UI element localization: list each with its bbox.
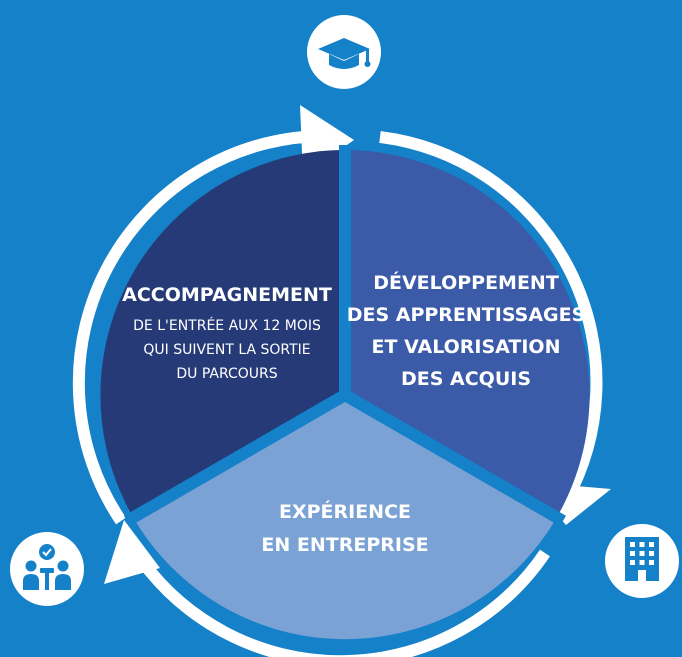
icon-bottom-left [10,532,84,606]
accompagnement-line-3: DU PARCOURS [176,366,277,382]
accompagnement-title: ACCOMPAGNEMENT [122,284,332,306]
cycle-ring [72,105,611,657]
experience-line-2: EN ENTREPRISE [261,534,428,556]
developpement-line-4: DES ACQUIS [401,368,531,390]
experience-line-1: EXPÉRIENCE [279,500,411,523]
segment-dividers [123,145,567,527]
developpement-line-2: DES APPRENTISSAGES [347,304,586,326]
accompagnement-line-1: DE L'ENTRÉE AUX 12 MOIS [133,317,321,334]
arrowhead-bottom-left [104,520,160,584]
icon-top [307,15,381,89]
ring-arc-bottom [137,549,550,657]
label-accompagnement: ACCOMPAGNEMENT DE L'ENTRÉE AUX 12 MOIS Q… [122,284,332,382]
office-building-icon [625,537,659,581]
label-developpement: DÉVELOPPEMENT DES APPRENTISSAGES ET VALO… [347,271,586,390]
graduation-cap-icon [318,38,371,69]
ring-arc-right [379,131,603,504]
label-experience: EXPÉRIENCE EN ENTREPRISE [261,500,428,556]
developpement-line-1: DÉVELOPPEMENT [373,271,559,294]
icon-bottom-right [605,524,679,598]
team-people-icon [23,544,71,590]
ring-arc-top [72,129,332,525]
accompagnement-line-2: QUI SUIVENT LA SORTIE [143,342,310,358]
developpement-line-3: ET VALORISATION [372,336,561,358]
